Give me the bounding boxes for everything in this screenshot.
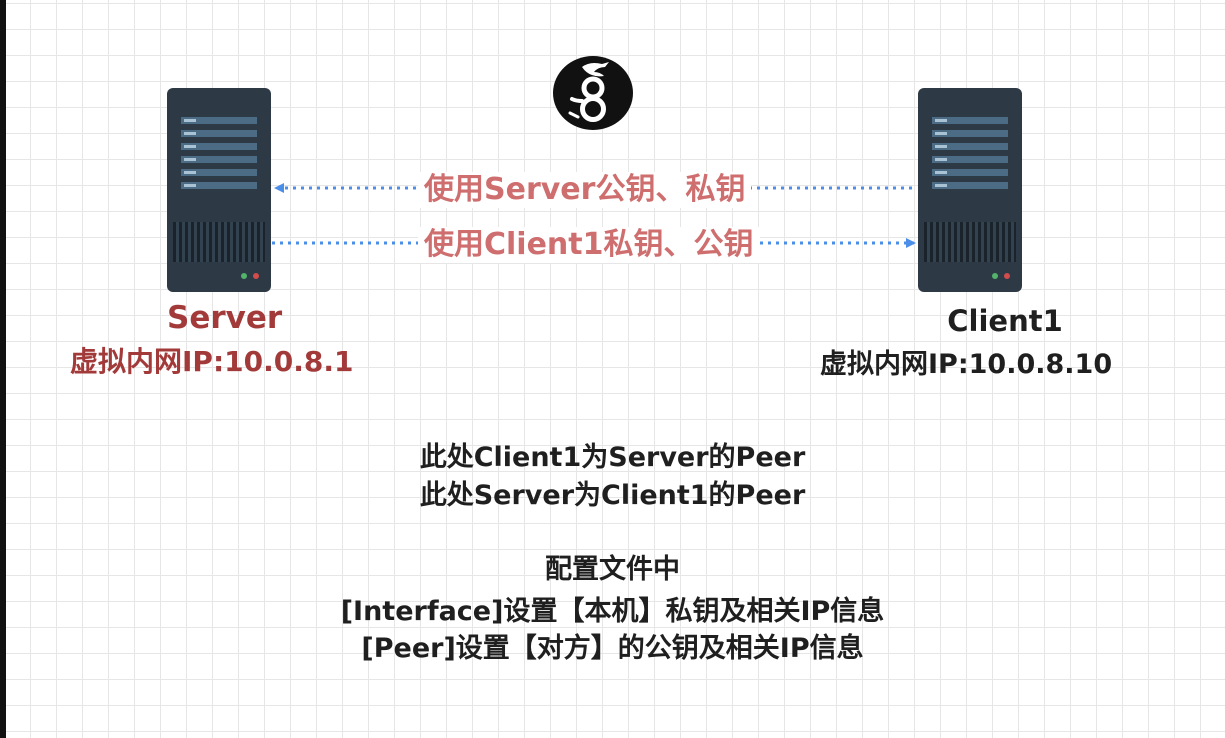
client-name-label: Client1 xyxy=(947,304,1063,338)
server-ip-label: 虚拟内网IP:10.0.8.1 xyxy=(70,345,354,378)
client-machine-icon xyxy=(918,88,1022,292)
server-name-label: Server xyxy=(167,300,283,336)
arrow-label-client-keys: 使用Client1私钥、公钥 xyxy=(418,227,760,263)
client-ip-label: 虚拟内网IP:10.0.8.10 xyxy=(820,349,1113,380)
note-config-title: 配置文件中 xyxy=(545,554,680,585)
note-config-line-1: [Interface]设置【本机】私钥及相关IP信息 xyxy=(340,596,885,627)
window-edge xyxy=(0,0,6,738)
note-peer-line-1: 此处Client1为Server的Peer xyxy=(419,442,806,473)
note-config-line-2: [Peer]设置【对方】的公钥及相关IP信息 xyxy=(361,633,864,664)
server-machine-icon xyxy=(167,88,271,292)
arrow-label-server-keys: 使用Server公钥、私钥 xyxy=(418,172,752,208)
note-peer-line-2: 此处Server为Client1的Peer xyxy=(419,480,806,511)
wireguard-dragon-logo-icon xyxy=(553,56,633,130)
